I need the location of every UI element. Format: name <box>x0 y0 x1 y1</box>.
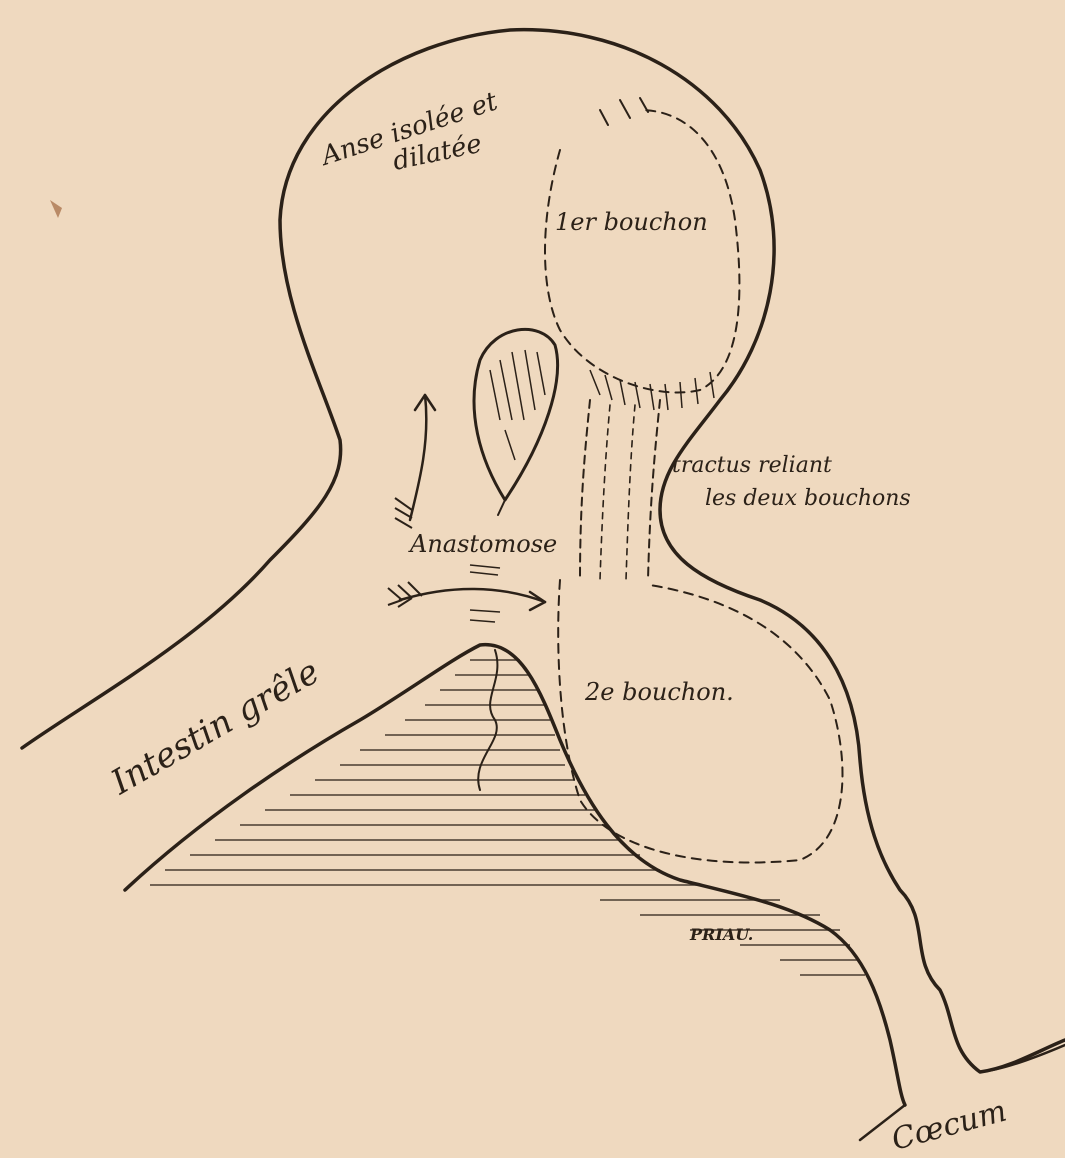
anastomosis-scribbles <box>470 565 500 622</box>
plug-1-outline <box>545 110 739 393</box>
tractus-mid-edge-2 <box>626 405 635 580</box>
tractus-mid-edge-1 <box>600 405 610 580</box>
label-intestin-grele: Intestin grêle <box>104 652 327 804</box>
tractus-left-edge <box>580 400 590 580</box>
signature: PRIAU. <box>689 925 753 944</box>
label-bouchon-1: 1er bouchon <box>555 208 708 236</box>
anastomosis-opening <box>474 329 558 500</box>
label-anastomose: Anastomose <box>408 530 557 558</box>
flow-arrow-up <box>410 395 426 520</box>
plug-1-top-marks <box>600 98 648 125</box>
paper-stain <box>50 200 62 218</box>
tractus-right-edge <box>648 400 660 580</box>
label-tractus-line1: tractus reliant <box>672 453 832 478</box>
label-bouchon-2: 2e bouchon. <box>584 678 734 706</box>
label-caecum: Cœcum <box>888 1094 1010 1158</box>
flow-arrow-right-head <box>530 592 545 610</box>
flow-arrow-up-fletching <box>395 498 412 528</box>
label-tractus-line2: les deux bouchons <box>705 486 911 511</box>
anastomosis-tail <box>498 500 505 515</box>
